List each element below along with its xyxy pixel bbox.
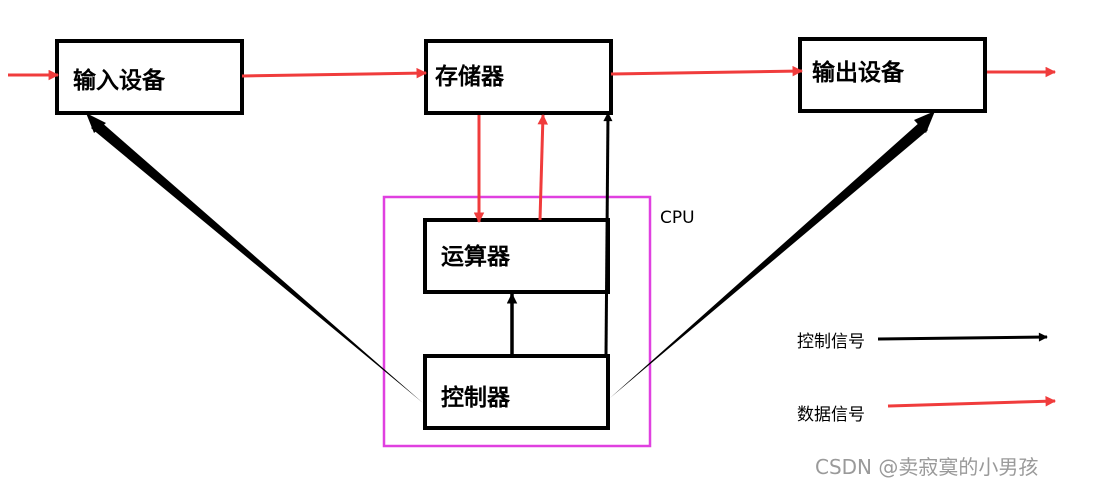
watermark: CSDN @卖寂寞的小男孩 bbox=[815, 455, 1038, 479]
input-device-node: 输入设备 bbox=[55, 39, 244, 115]
data-arrow-input-to-memory bbox=[241, 67, 428, 79]
output-device-label: 输出设备 bbox=[812, 59, 905, 86]
input-device-label: 输入设备 bbox=[73, 67, 166, 94]
control-arrow-controller-to-input-head bbox=[86, 113, 106, 133]
alu-node: 运算器 bbox=[423, 218, 610, 294]
cpu-boundary bbox=[382, 195, 652, 448]
control-arrow-controller-to-memory bbox=[603, 112, 613, 357]
legend-control-label: 控制信号 bbox=[797, 332, 865, 352]
cpu-label: CPU bbox=[660, 208, 695, 228]
controller-label: 控制器 bbox=[441, 384, 511, 411]
memory-label: 存储器 bbox=[435, 63, 505, 90]
data-arrow-alu-to-memory bbox=[537, 113, 548, 221]
control-arrow-controller-to-output bbox=[610, 122, 928, 398]
control-arrow-controller-to-input bbox=[91, 121, 423, 403]
legend: 控制信号 数据信号 bbox=[797, 332, 1057, 425]
control-arrow-controller-to-output-head bbox=[914, 111, 935, 133]
data-arrow-memory-to-output bbox=[610, 65, 804, 77]
legend-data-label: 数据信号 bbox=[797, 405, 865, 425]
output-device-node: 输出设备 bbox=[798, 37, 987, 113]
memory-node: 存储器 bbox=[424, 39, 613, 115]
legend-control-arrow bbox=[877, 332, 1048, 342]
alu-label: 运算器 bbox=[441, 243, 511, 270]
legend-data-arrow bbox=[887, 396, 1057, 408]
controller-node: 控制器 bbox=[423, 354, 610, 430]
